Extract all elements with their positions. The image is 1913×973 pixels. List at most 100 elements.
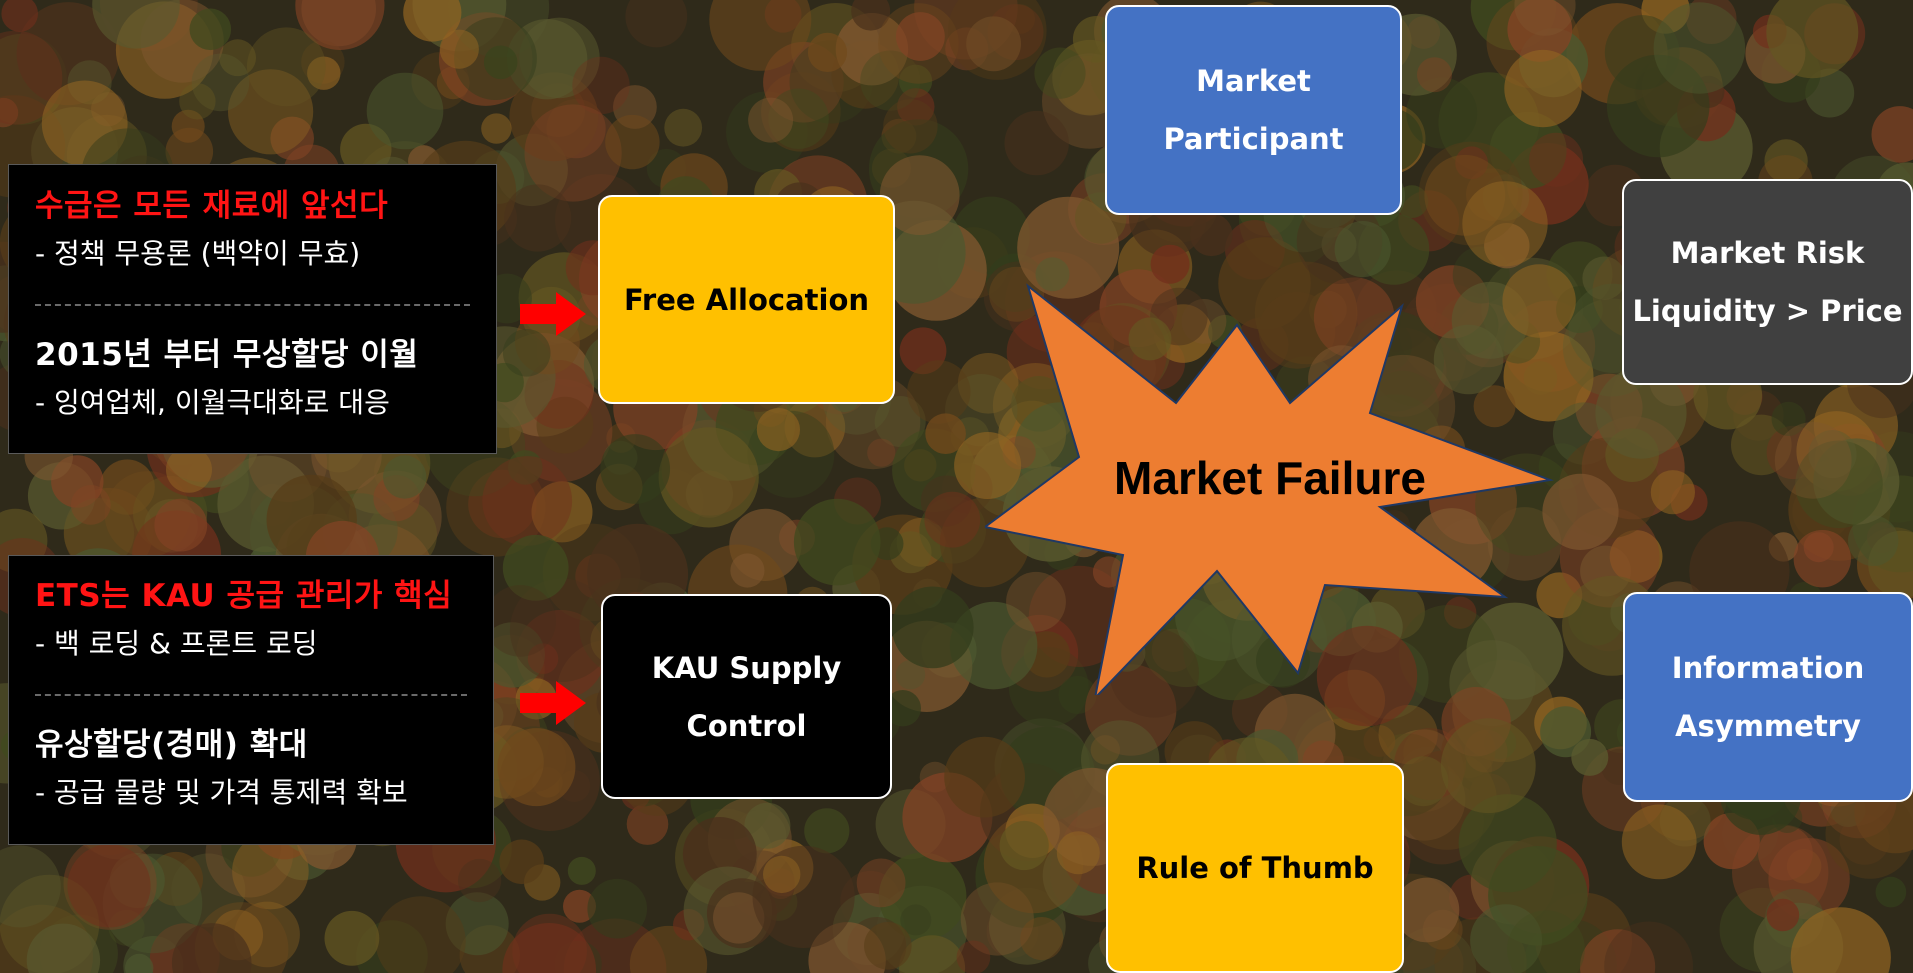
tree-canopy: [899, 935, 966, 973]
tree-canopy: [483, 45, 518, 80]
tree-canopy: [748, 97, 794, 143]
tree-canopy: [0, 30, 63, 125]
tree-canopy: [16, 2, 120, 106]
tree-canopy: [165, 127, 214, 176]
tree-canopy: [864, 922, 912, 970]
panel-1-divider: [35, 304, 470, 306]
tree-canopy: [1035, 257, 1070, 292]
tree-canopy: [1582, 256, 1626, 300]
information-asymmetry-box: Information Asymmetry: [1623, 592, 1913, 802]
tree-canopy: [232, 832, 309, 910]
tree-canopy: [502, 534, 569, 601]
tree-canopy: [709, 0, 812, 71]
tree-canopy: [1458, 794, 1557, 893]
tree-canopy: [1473, 385, 1516, 428]
tree-canopy: [63, 498, 135, 569]
tree-canopy: [1766, 898, 1800, 932]
free-allocation-box: Free Allocation: [598, 195, 895, 404]
free-allocation-label: Free Allocation: [623, 282, 870, 317]
panel-1-heading-1: 수급은 모든 재료에 앞선다: [35, 188, 389, 224]
tree-canopy: [744, 802, 791, 849]
tree-canopy: [149, 851, 203, 906]
tree-canopy: [860, 50, 921, 111]
starburst-shape: [982, 283, 1554, 702]
tree-canopy: [1795, 440, 1883, 529]
tree-canopy: [1150, 244, 1190, 284]
tree-canopy: [92, 0, 180, 49]
tree-canopy: [497, 728, 576, 807]
rule-of-thumb-box: Rule of Thumb: [1106, 763, 1404, 973]
tree-canopy: [324, 910, 380, 966]
tree-canopy: [166, 446, 212, 493]
tree-canopy: [1363, 725, 1396, 757]
arrow-shape: [520, 292, 586, 336]
tree-canopy: [1504, 49, 1582, 128]
tree-canopy: [572, 56, 630, 115]
tree-canopy: [883, 99, 938, 154]
tree-canopy: [516, 609, 606, 699]
panel-1-subtext-1: - 정책 무용론 (백약이 무효): [35, 237, 361, 270]
tree-canopy: [499, 839, 544, 885]
tree-canopy: [1034, 47, 1086, 99]
tree-canopy: [1444, 596, 1477, 629]
tree-canopy: [1433, 324, 1504, 395]
tree-canopy: [835, 13, 909, 86]
tree-canopy: [1650, 470, 1695, 515]
tree-canopy: [502, 329, 551, 377]
tree-canopy: [567, 856, 596, 885]
tree-canopy: [664, 108, 703, 147]
starburst-polygon: [982, 283, 1554, 702]
tree-canopy: [1470, 904, 1543, 973]
tree-canopy: [0, 845, 61, 928]
tree-canopy: [307, 56, 341, 90]
tree-canopy: [1462, 181, 1548, 267]
tree-canopy: [1507, 0, 1573, 62]
tree-canopy: [956, 940, 991, 973]
tree-canopy: [867, 438, 896, 467]
tree-canopy: [366, 72, 444, 150]
tree-canopy: [948, 0, 1047, 80]
tree-canopy: [1190, 213, 1233, 257]
tree-canopy: [884, 690, 921, 727]
tree-canopy: [508, 450, 543, 485]
tree-canopy: [999, 820, 1049, 871]
arrow-shape: [520, 681, 586, 725]
tree-canopy: [439, 29, 479, 69]
panel-1-heading-2: 2015년 부터 무상할당 이월: [35, 337, 419, 373]
tree-canopy: [1056, 831, 1100, 875]
kau-supply-control-box: KAU Supply Control: [601, 594, 892, 799]
tree-canopy: [896, 12, 945, 61]
panel-2-divider: [35, 694, 467, 696]
arrow-right-icon: [520, 681, 586, 725]
tree-canopy: [219, 39, 256, 77]
policy-note-panel-2: ETS는 KAU 공급 관리가 핵심 - 백 로딩 & 프론트 로딩 유상할당(…: [8, 555, 494, 845]
tree-canopy: [1848, 515, 1899, 566]
tree-canopy: [1766, 0, 1859, 79]
tree-canopy: [851, 0, 891, 31]
tree-canopy: [67, 844, 151, 928]
tree-canopy: [1, 0, 38, 32]
tree-canopy: [1825, 789, 1913, 879]
tree-canopy: [900, 904, 932, 936]
tree-canopy: [1764, 139, 1808, 183]
tree-canopy: [1507, 910, 1585, 973]
tree-canopy: [26, 923, 101, 973]
tree-canopy: [966, 16, 1021, 72]
tree-canopy: [1503, 331, 1594, 422]
arrow-right-icon: [520, 292, 586, 336]
tree-canopy: [587, 878, 647, 939]
tree-canopy: [1406, 77, 1478, 149]
tree-canopy: [1774, 422, 1852, 499]
tree-canopy: [730, 553, 765, 588]
tree-canopy: [856, 858, 906, 908]
policy-note-panel-1: 수급은 모든 재료에 앞선다 - 정책 무용론 (백약이 무효) 2015년 부…: [8, 164, 497, 454]
tree-canopy: [920, 475, 972, 527]
tree-canopy: [899, 64, 933, 98]
tree-canopy: [625, 0, 688, 48]
panel-2-subtext-2: - 공급 물량 및 가격 통제력 확보: [35, 776, 408, 809]
tree-canopy: [1006, 571, 1066, 632]
tree-canopy: [1621, 804, 1697, 880]
tree-canopy: [1868, 530, 1913, 598]
tree-canopy: [1398, 756, 1449, 807]
rule-of-thumb-label: Rule of Thumb: [1136, 851, 1374, 885]
